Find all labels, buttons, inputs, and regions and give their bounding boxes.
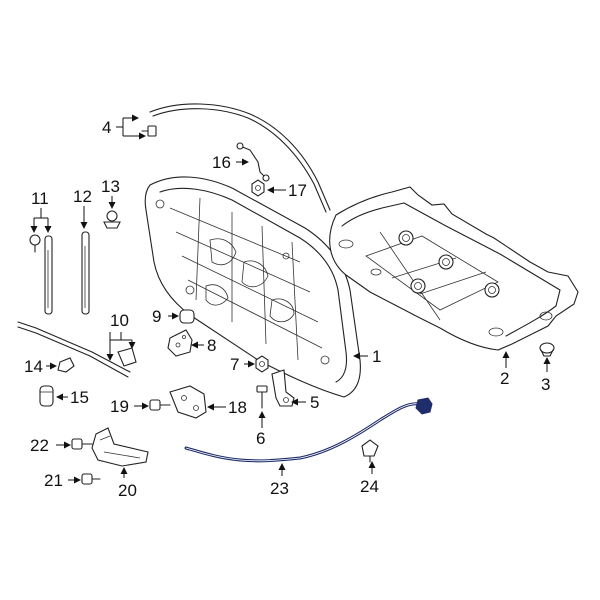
callout-12: 12 (73, 187, 92, 206)
callout-4: 4 (102, 118, 111, 137)
callout-1: 1 (372, 347, 381, 366)
nut-17[interactable] (251, 179, 265, 197)
callout-2: 2 (500, 369, 509, 388)
cable-clip-24[interactable] (361, 439, 379, 463)
callout-16: 16 (212, 153, 231, 172)
callout-7: 7 (230, 355, 239, 374)
ball-stud-13[interactable] (103, 210, 121, 229)
callout-18: 18 (228, 398, 247, 417)
lift-support-12[interactable] (81, 231, 90, 315)
callout-10: 10 (110, 311, 129, 330)
callout-8: 8 (207, 336, 216, 355)
callout-14: 14 (24, 357, 43, 376)
leader-lines (30, 114, 551, 484)
callout-19: 19 (110, 397, 129, 416)
bolt-22[interactable] (71, 438, 93, 450)
release-rod-16[interactable] (236, 142, 270, 182)
prop-rod-clip[interactable] (117, 347, 137, 367)
callout-13: 13 (101, 177, 120, 196)
lift-support-11[interactable] (44, 235, 53, 315)
callout-9: 9 (152, 307, 161, 326)
callout-23: 23 (270, 479, 289, 498)
callout-20: 20 (118, 481, 137, 500)
bracket-20[interactable] (91, 427, 149, 467)
prop-rod[interactable] (17, 321, 131, 378)
screw-21[interactable] (81, 473, 101, 485)
callout-3: 3 (541, 375, 550, 394)
callout-17: 17 (288, 181, 307, 200)
hood-latch-18[interactable] (169, 385, 207, 419)
callout-21: 21 (44, 471, 63, 490)
bolt-19[interactable] (149, 399, 171, 411)
callout-5: 5 (310, 393, 319, 412)
callout-11: 11 (31, 189, 49, 208)
ball-stud-11[interactable] (29, 234, 41, 253)
hood-insulator[interactable] (329, 186, 579, 351)
clip-14[interactable] (57, 357, 75, 373)
bumper-15[interactable] (39, 385, 54, 407)
bolt-6[interactable] (256, 385, 268, 409)
callout-6: 6 (256, 429, 265, 448)
bumper-9[interactable] (179, 309, 195, 324)
hood-inner-panel[interactable] (144, 176, 361, 398)
retainer-clip-3[interactable] (539, 342, 555, 357)
bracket-8[interactable] (167, 329, 193, 357)
seal-screw-4[interactable] (141, 125, 157, 137)
hood-seal[interactable] (149, 103, 331, 213)
callout-labels: 1 2 3 4 5 6 7 8 9 10 11 12 13 14 15 16 1… (24, 118, 550, 500)
callout-15: 15 (70, 388, 89, 407)
nut-7[interactable] (255, 355, 269, 373)
callout-22: 22 (30, 436, 49, 455)
callout-24: 24 (360, 477, 379, 496)
hood-release-cable[interactable] (184, 397, 433, 463)
